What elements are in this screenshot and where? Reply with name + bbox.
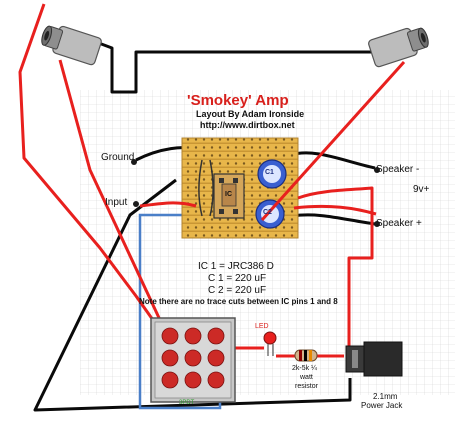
- wire-black-speaker-plus: [291, 213, 376, 226]
- wire-black-ground-diagonal: [33, 178, 352, 412]
- power-jack-label-2: Power Jack: [361, 401, 403, 410]
- wire-red-right-jack-diagonal: [260, 60, 406, 222]
- parts-ic: IC 1 = JRC386 D: [198, 261, 274, 272]
- c1-label: C1: [265, 169, 274, 176]
- terminal-speaker-plus-label: Speaker +: [376, 218, 422, 229]
- terminal-dots: [131, 159, 380, 227]
- parts-c1: C 1 = 220 uF: [208, 273, 267, 284]
- resistor-label-3: resistor: [295, 383, 318, 390]
- parts-c2: C 2 = 220 uF: [208, 285, 267, 296]
- ic-label: IC: [225, 191, 232, 198]
- resistor-label-1: 2k-5k ¼: [292, 365, 317, 372]
- wire-black-left-jack-ground: [95, 40, 404, 94]
- resistor: [294, 349, 318, 362]
- right-audio-jack: [368, 27, 429, 68]
- switch-label: 3PDT: [179, 400, 195, 406]
- ic-chip: [213, 173, 245, 219]
- terminal-speaker-minus-label: Speaker -: [376, 164, 420, 175]
- wire-red-speaker-plus: [293, 204, 377, 216]
- jumper-links: [198, 159, 214, 217]
- power-jack-label-1: 2.1mm: [373, 392, 398, 401]
- diagram-url: http://www.dirtbox.net: [200, 120, 295, 130]
- capacitor-c2: [255, 199, 285, 229]
- 3pdt-switch: [150, 317, 236, 403]
- wire-red-input: [139, 201, 197, 208]
- diagram-subtitle: Layout By Adam Ironside: [196, 109, 305, 119]
- led-label: LED: [255, 323, 269, 330]
- wire-red-left-jack: [58, 59, 162, 321]
- terminal-9v-label: 9v+: [413, 184, 430, 195]
- wire-red-left-outer: [18, 3, 162, 331]
- resistor-label-2: watt: [300, 374, 313, 381]
- parts-note: Note there are no trace cuts between IC …: [139, 297, 338, 306]
- led: [263, 331, 277, 356]
- capacitor-c1: [257, 159, 287, 189]
- c2-label: C2: [263, 209, 272, 216]
- terminal-ground-label: Ground: [101, 152, 135, 163]
- left-audio-jack: [41, 25, 102, 66]
- red-wires: [18, 3, 406, 372]
- terminal-input-label: Input: [105, 197, 128, 208]
- diagram-title: 'Smokey' Amp: [187, 92, 289, 109]
- wire-red-9v: [297, 186, 374, 372]
- power-jack: [345, 341, 403, 377]
